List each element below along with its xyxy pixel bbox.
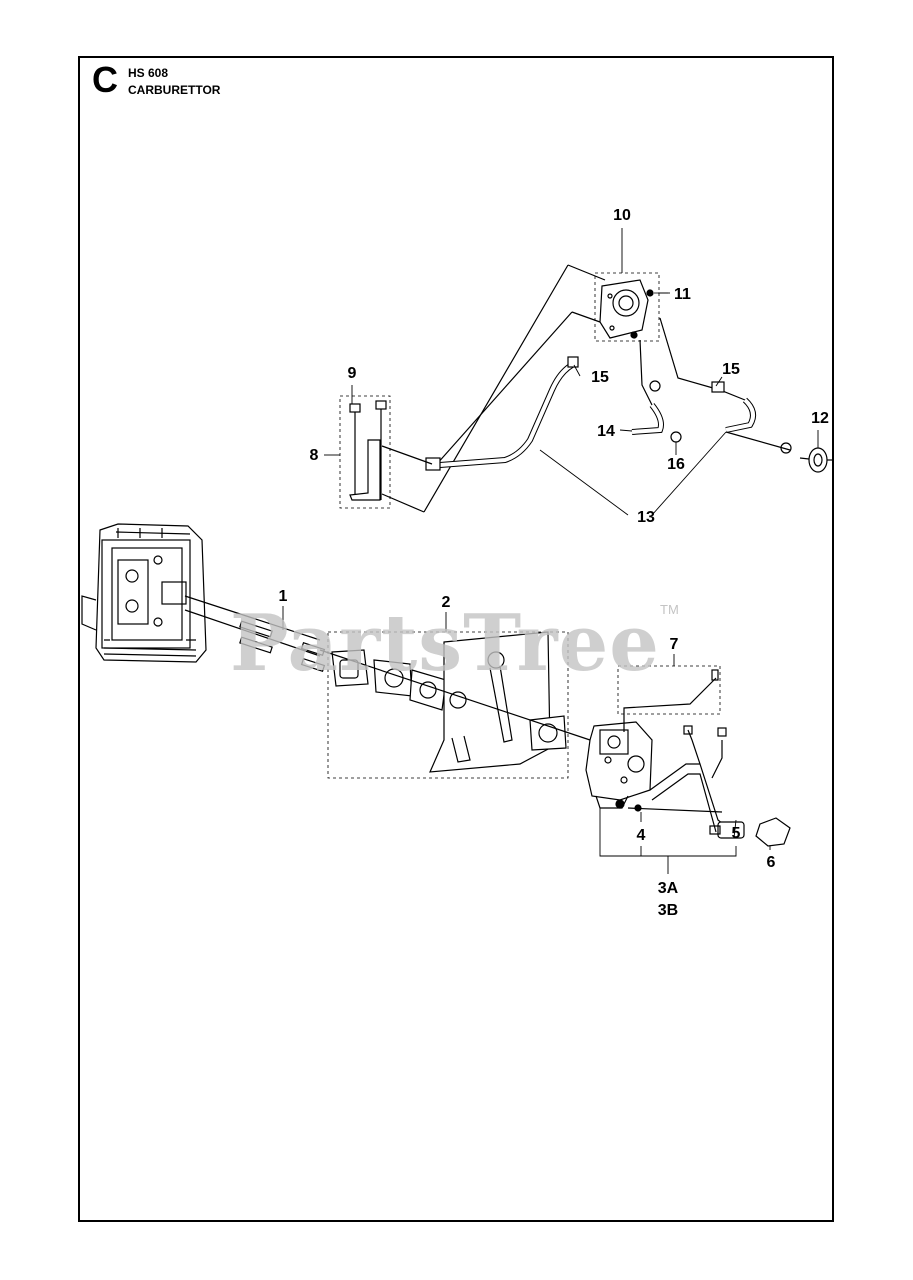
- stud-1[interactable]: [184, 595, 326, 673]
- section-letter: C: [92, 59, 118, 100]
- callout-3a: 3A: [658, 880, 679, 897]
- solenoid-wire[interactable]: [627, 725, 745, 839]
- callout-15a: 15: [591, 369, 609, 386]
- callout-15b: 15: [722, 361, 740, 378]
- callout-11: 11: [674, 286, 691, 303]
- callout-13: 13: [637, 509, 655, 526]
- diagram-title: CARBURETTOR: [128, 83, 221, 97]
- callout-14: 14: [597, 423, 615, 440]
- bracket-8[interactable]: [339, 395, 433, 513]
- callout-9: 9: [348, 365, 357, 382]
- diagram-frame: [78, 56, 834, 1222]
- callout-2: 2: [442, 594, 451, 611]
- model-number: HS 608: [128, 66, 169, 80]
- fuel-filter[interactable]: [799, 447, 834, 473]
- callout-12: 12: [811, 410, 829, 427]
- choke-rod-7[interactable]: [617, 665, 721, 732]
- leader-lines: [282, 228, 819, 874]
- callout-16: 16: [667, 456, 685, 473]
- carburettor[interactable]: [585, 721, 653, 809]
- callout-5: 5: [732, 825, 741, 842]
- watermark-text: PartsTree: [230, 598, 660, 689]
- fuel-pump[interactable]: [594, 272, 668, 342]
- callout-3b: 3B: [658, 902, 678, 919]
- callout-8: 8: [310, 447, 319, 464]
- callout-7: 7: [670, 636, 679, 653]
- callout-1: 1: [279, 588, 288, 605]
- watermark-trademark: TM: [660, 602, 679, 617]
- callout-10: 10: [613, 207, 631, 224]
- insulator-group-2[interactable]: [319, 631, 597, 779]
- hose-14[interactable]: [631, 339, 682, 443]
- callout-4: 4: [637, 827, 646, 844]
- fuel-line-13[interactable]: [423, 264, 606, 513]
- cylinder-head[interactable]: [81, 523, 207, 663]
- fuel-line-to-filter[interactable]: [659, 317, 792, 454]
- callout-6: 6: [767, 854, 776, 871]
- gasket-6[interactable]: [755, 817, 791, 847]
